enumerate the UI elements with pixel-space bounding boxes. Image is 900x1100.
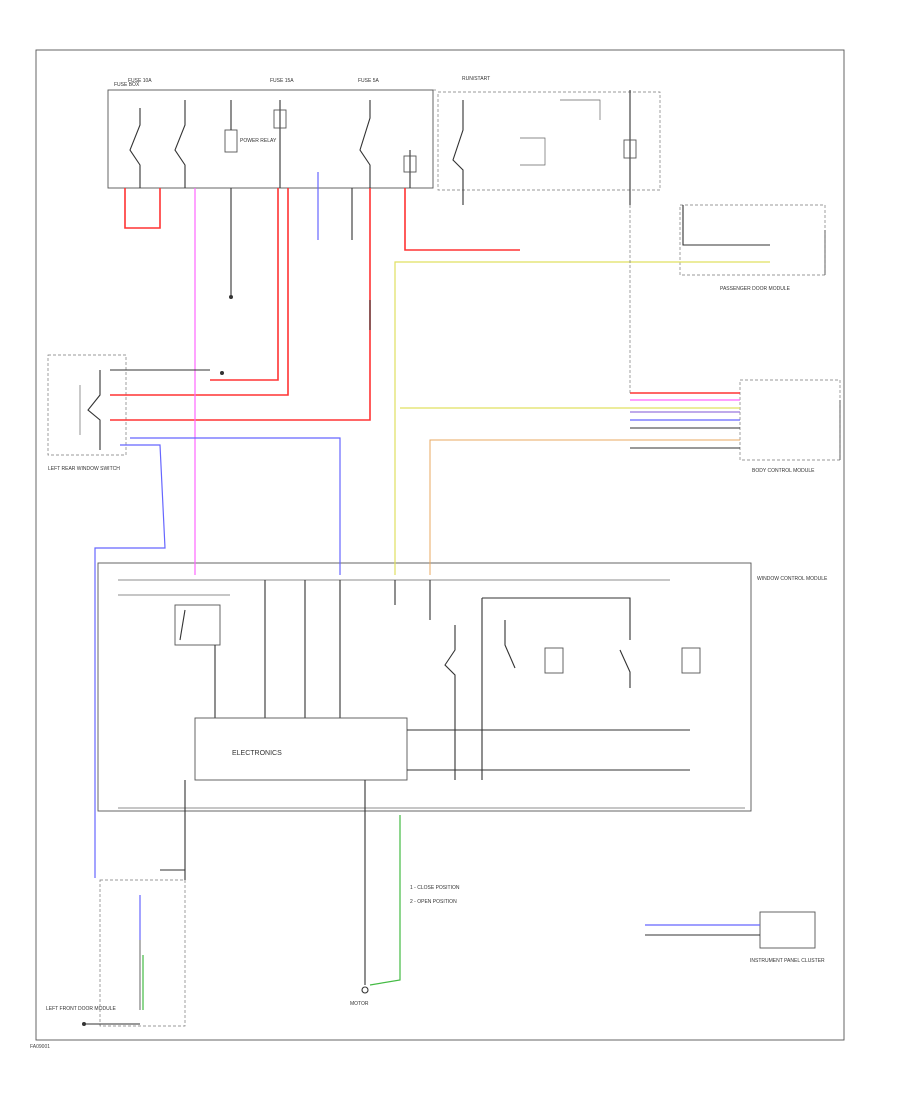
wire-yellow-1 — [394, 261, 770, 575]
left-front-door-module-label: LEFT FRONT DOOR MODULE — [46, 1006, 116, 1012]
body-control-module: BODY CONTROL MODULE — [739, 379, 841, 474]
ground-2 — [220, 371, 224, 375]
wire-black-8 — [682, 205, 770, 246]
wires — [94, 172, 770, 1010]
wire-red-5 — [110, 188, 371, 421]
left-rear-window-switch: LEFT REAR WINDOW SWITCH — [47, 354, 127, 472]
wire-red-4 — [404, 188, 520, 251]
fuse-label-2: FUSE 15A — [270, 78, 294, 84]
fuse-box-label: FUSE BOX — [114, 82, 140, 88]
fuse-label-5: RUN/START — [462, 76, 490, 82]
left-front-door-module: LEFT FRONT DOOR MODULE — [46, 879, 186, 1027]
legend-item-2: 2 - OPEN POSITION — [410, 899, 457, 905]
legend-item-1: 1 - CLOSE POSITION — [410, 885, 460, 891]
bottom-motor-label: MOTOR — [350, 1001, 369, 1007]
window-control-module-label: WINDOW CONTROL MODULE — [757, 576, 828, 582]
passenger-door-module-label: PASSENGER DOOR MODULE — [720, 286, 791, 292]
instrument-panel-cluster-label: INSTRUMENT PANEL CLUSTER — [750, 958, 825, 964]
wire-red-1 — [124, 188, 161, 229]
page-border — [35, 49, 845, 1041]
body-control-module-label: BODY CONTROL MODULE — [752, 468, 815, 474]
fuse-label-4: POWER RELAY — [240, 138, 277, 144]
wire-red-2 — [110, 188, 289, 396]
passenger-door-module: PASSENGER DOOR MODULE — [679, 204, 826, 292]
wire-black-12 — [160, 869, 186, 880]
left-rear-switch-label: LEFT REAR WINDOW SWITCH — [48, 466, 120, 472]
wire-blue-1 — [94, 444, 166, 878]
wire-orange-1 — [429, 439, 740, 575]
fuse-label-3: FUSE 5A — [358, 78, 380, 84]
ground-1 — [229, 295, 233, 299]
bottom-motor: MOTOR — [350, 808, 369, 1007]
electronics-label: ELECTRONICS — [232, 750, 282, 757]
top-fuse-box: FUSE BOX FUSE 10A FUSE 15A FUSE 5A POWER… — [107, 76, 661, 191]
window-control-module: WINDOW CONTROL MODULE ELECTRONICS — [97, 562, 828, 812]
legend: 1 - CLOSE POSITION 2 - OPEN POSITION — [410, 885, 460, 905]
ground-3 — [82, 1022, 86, 1026]
footer-code: FA09001 — [30, 1044, 51, 1050]
wire-green-1 — [369, 815, 401, 986]
instrument-panel-cluster: INSTRUMENT PANEL CLUSTER — [645, 911, 825, 964]
fuse-label-1: FUSE 10A — [128, 78, 152, 84]
wire-red-3 — [210, 188, 279, 381]
ground-symbols — [82, 295, 233, 1026]
wire-blue-2 — [130, 437, 341, 575]
